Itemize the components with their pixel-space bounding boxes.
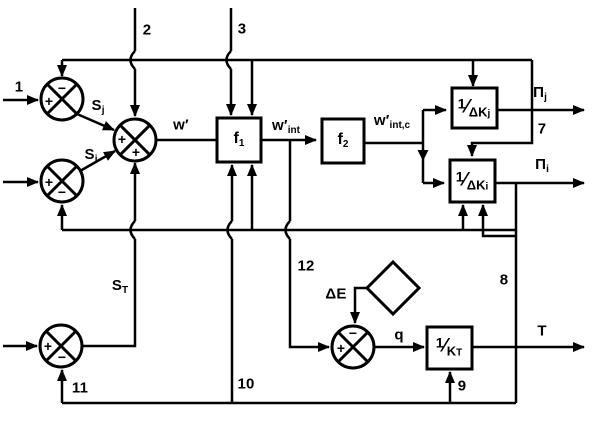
- label-q: q: [394, 326, 404, 344]
- label-input-2: 2: [142, 21, 152, 39]
- wire-st-hop: [129, 220, 136, 240]
- label-input-1: 1: [14, 78, 24, 96]
- wire-7-into-ki-top: [467, 60, 534, 157]
- block-kj-label: 1⁄ΔKj: [457, 95, 491, 120]
- label-pi-i: Πi: [535, 156, 549, 175]
- block-ki-label: 1⁄ΔKi: [455, 168, 489, 193]
- label-w-int: w′int: [272, 117, 300, 136]
- sign-q-plus: +: [336, 340, 346, 356]
- block-f2-label: f2: [337, 131, 349, 150]
- label-si: Si: [84, 146, 98, 165]
- function-blocks: [215, 86, 499, 371]
- label-wire-10: 10: [237, 375, 255, 393]
- sign-si-minus: −: [57, 184, 67, 200]
- label-w-int-c: w′int,c: [373, 112, 411, 131]
- label-wire-12: 12: [297, 257, 315, 275]
- sign-st-minus: −: [57, 349, 67, 365]
- label-wire-11: 11: [71, 379, 89, 397]
- block-inv-kt: [425, 325, 474, 371]
- sum-junction-sj: [39, 76, 85, 122]
- block-inv-delta-kj: [450, 86, 499, 130]
- diamond-de-source: [364, 259, 422, 317]
- sum-junction-si: [39, 158, 85, 204]
- label-wire-7: 7: [537, 120, 547, 138]
- block-f2: [320, 117, 366, 165]
- sign-si-plus: +: [44, 174, 54, 190]
- label-delta-e: ΔE: [325, 285, 347, 303]
- label-wire-8: 8: [499, 271, 509, 289]
- block-f1-label: f1: [233, 130, 245, 149]
- summing-junctions: [38, 76, 376, 370]
- block-kt-label: 1⁄KT: [435, 334, 463, 359]
- wire-10-hop: [226, 220, 233, 240]
- label-wire-9: 9: [457, 377, 467, 395]
- label-t-output: T: [537, 322, 547, 340]
- wire-si-diagonal: [79, 149, 116, 173]
- sum-junction-center: [112, 117, 158, 163]
- sign-q-minus: −: [348, 325, 358, 341]
- label-pi-j: Πj: [533, 84, 547, 103]
- block-f1: [215, 116, 263, 164]
- sign-center-plus-left: +: [117, 131, 127, 147]
- wire-st-lower: [83, 239, 137, 348]
- wire-12-into-sumq: [288, 239, 330, 352]
- sign-sj-plus: +: [44, 93, 54, 109]
- wire-2-hop: [129, 50, 136, 70]
- sum-junction-st: [38, 323, 84, 369]
- sum-junction-q: [330, 324, 376, 370]
- label-sj: Sj: [91, 97, 105, 116]
- wire-de-into-sumq-top: [350, 286, 367, 324]
- label-input-3: 3: [237, 20, 247, 38]
- arrowhead-split-down: [417, 150, 429, 161]
- wire-group: [3, 8, 585, 405]
- sign-center-plus-bottom: +: [131, 144, 141, 160]
- wire-8-into-ki-bottom-right: [478, 204, 516, 238]
- wire-3-hop: [225, 50, 232, 70]
- label-st: ST: [111, 277, 129, 296]
- wire-sj-diagonal: [76, 112, 115, 132]
- block-inv-delta-ki: [448, 158, 497, 204]
- sign-sj-minus: −: [57, 80, 67, 96]
- label-w-prime: w′: [173, 116, 189, 134]
- sign-st-plus: +: [43, 338, 53, 354]
